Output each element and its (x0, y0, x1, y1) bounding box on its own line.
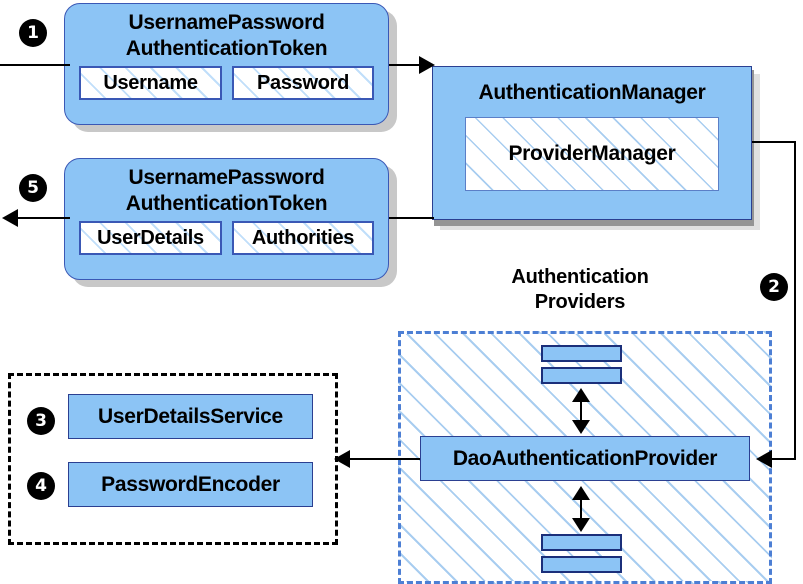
provider-link-bottom-line (580, 490, 582, 526)
request-token-box: UsernamePassword AuthenticationToken Use… (64, 3, 389, 125)
field-authorities: Authorities (232, 221, 374, 255)
provider-link-bottom-arrow-up (572, 486, 590, 500)
field-username: Username (79, 66, 222, 100)
manager-to-provider-line-bottom (770, 458, 796, 460)
providers-group-label: Authentication Providers (455, 265, 705, 315)
outgoing-response-arrowhead (2, 209, 18, 227)
response-token-box: UsernamePassword AuthenticationToken Use… (64, 158, 389, 280)
response-token-title-line2: AuthenticationToken (125, 192, 328, 215)
collapsed-provider-bottom-2 (541, 556, 622, 573)
manager-to-response-token-line (389, 217, 434, 219)
providers-group-label-line2: Providers (534, 291, 626, 313)
provider-to-services-arrowhead (334, 450, 350, 468)
collapsed-provider-bottom-1 (541, 534, 622, 551)
response-token-fields: UserDetails Authorities (65, 221, 388, 255)
provider-link-top-arrow-up (572, 388, 590, 402)
manager-to-provider-line-top (752, 141, 796, 143)
badge-step-2: 2 (761, 274, 787, 300)
userdetailsservice-box: UserDetailsService (68, 394, 313, 439)
authentication-manager-box: AuthenticationManager ProviderManager (432, 66, 752, 220)
token-to-manager-arrowhead (419, 56, 435, 74)
request-token-fields: Username Password (65, 66, 388, 100)
passwordencoder-label: PasswordEncoder (101, 472, 280, 496)
dao-authentication-provider-title: DaoAuthenticationProvider (452, 446, 718, 470)
request-token-title-line1: UsernamePassword (128, 11, 325, 34)
field-userdetails: UserDetails (79, 221, 222, 255)
provider-to-services-line (348, 458, 420, 460)
badge-step-4: 4 (28, 473, 54, 499)
providers-group-label-line1: Authentication (511, 266, 649, 288)
provider-link-top-line (580, 392, 582, 428)
field-password: Password (232, 66, 374, 100)
provider-link-bottom-arrow-down (572, 518, 590, 532)
passwordencoder-box: PasswordEncoder (68, 462, 313, 507)
provider-link-top-arrow-down (572, 420, 590, 434)
request-token-title-line2: AuthenticationToken (125, 37, 328, 60)
badge-step-1: 1 (20, 20, 46, 46)
manager-to-provider-arrowhead (756, 450, 772, 468)
response-token-title-line1: UsernamePassword (128, 166, 325, 189)
incoming-request-line (0, 64, 70, 66)
collapsed-provider-top-2 (541, 367, 622, 384)
provider-manager-panel: ProviderManager (465, 117, 719, 191)
authentication-manager-title: AuthenticationManager (478, 81, 706, 104)
userdetailsservice-label: UserDetailsService (98, 404, 283, 428)
badge-step-3: 3 (28, 408, 54, 434)
dao-authentication-provider-box: DaoAuthenticationProvider (420, 436, 750, 481)
outgoing-response-line (16, 217, 70, 219)
token-to-manager-line (389, 64, 425, 66)
manager-to-provider-line-vertical (794, 141, 796, 459)
badge-step-5: 5 (20, 175, 46, 201)
collapsed-provider-top-1 (541, 345, 622, 362)
